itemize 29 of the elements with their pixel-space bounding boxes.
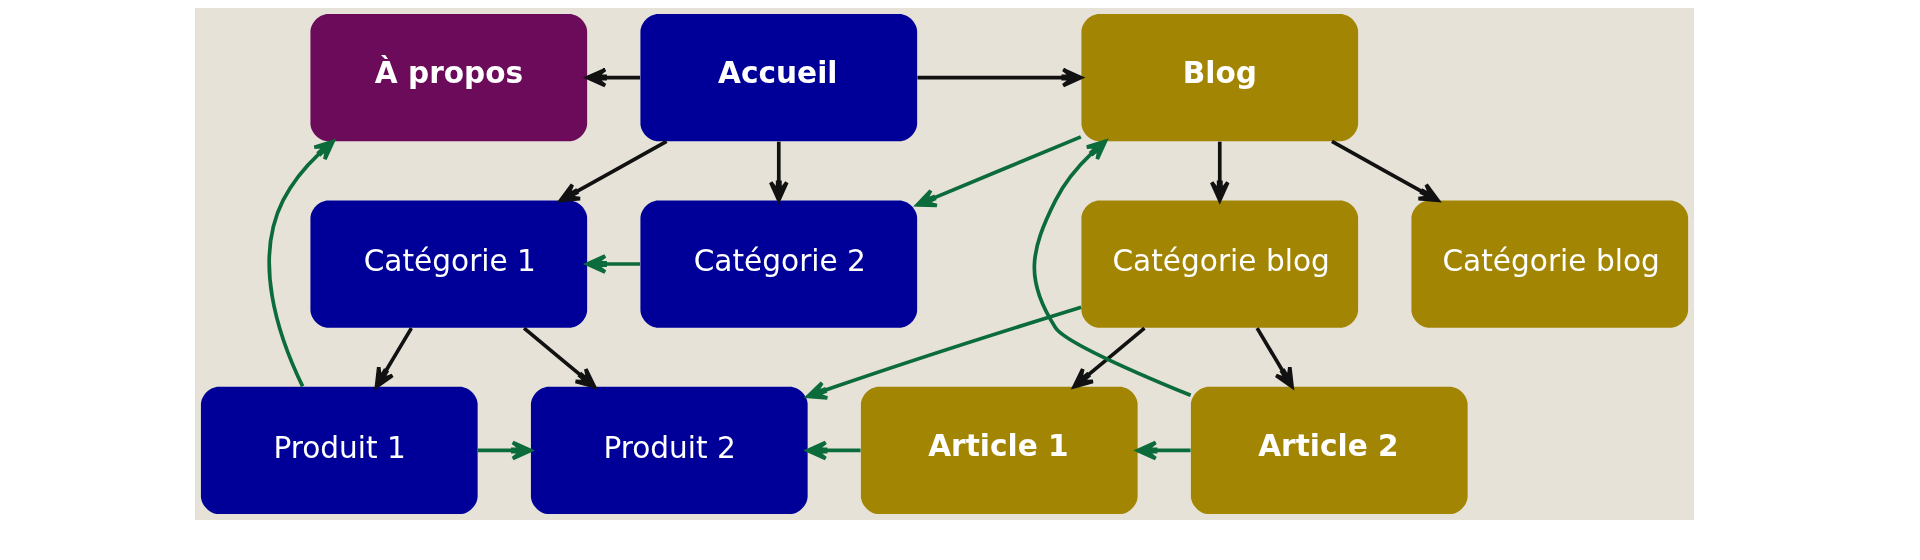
node-box: Catégorie blog xyxy=(1410,200,1688,328)
node-box: Catégorie 2 xyxy=(639,200,917,328)
arrow xyxy=(585,67,640,88)
arrow xyxy=(1032,139,1191,397)
arrow xyxy=(1255,327,1294,389)
node-box: Article 2 xyxy=(1190,386,1468,515)
arrow xyxy=(266,139,335,388)
arrow xyxy=(916,67,1083,88)
arrow xyxy=(1135,440,1191,461)
arrow xyxy=(805,440,861,461)
arrow xyxy=(374,327,413,389)
arrow xyxy=(585,254,640,274)
node-box: Blog xyxy=(1080,13,1358,142)
arrow xyxy=(1330,139,1440,203)
arrow xyxy=(522,326,596,389)
arrow xyxy=(805,305,1082,400)
node-box: Accueil xyxy=(639,13,917,142)
node-box: Catégorie blog xyxy=(1080,200,1358,328)
arrow xyxy=(1071,326,1146,389)
node-box: À propos xyxy=(309,13,587,142)
node-box: Produit 1 xyxy=(200,386,478,515)
arrow xyxy=(558,139,667,203)
arrow xyxy=(477,440,532,461)
arrow xyxy=(1209,141,1230,203)
arrow xyxy=(768,141,789,203)
node-box: Article 1 xyxy=(860,386,1138,515)
node-box: Produit 2 xyxy=(530,386,808,515)
node-box: Catégorie 1 xyxy=(309,200,587,328)
arrow xyxy=(915,135,1082,208)
